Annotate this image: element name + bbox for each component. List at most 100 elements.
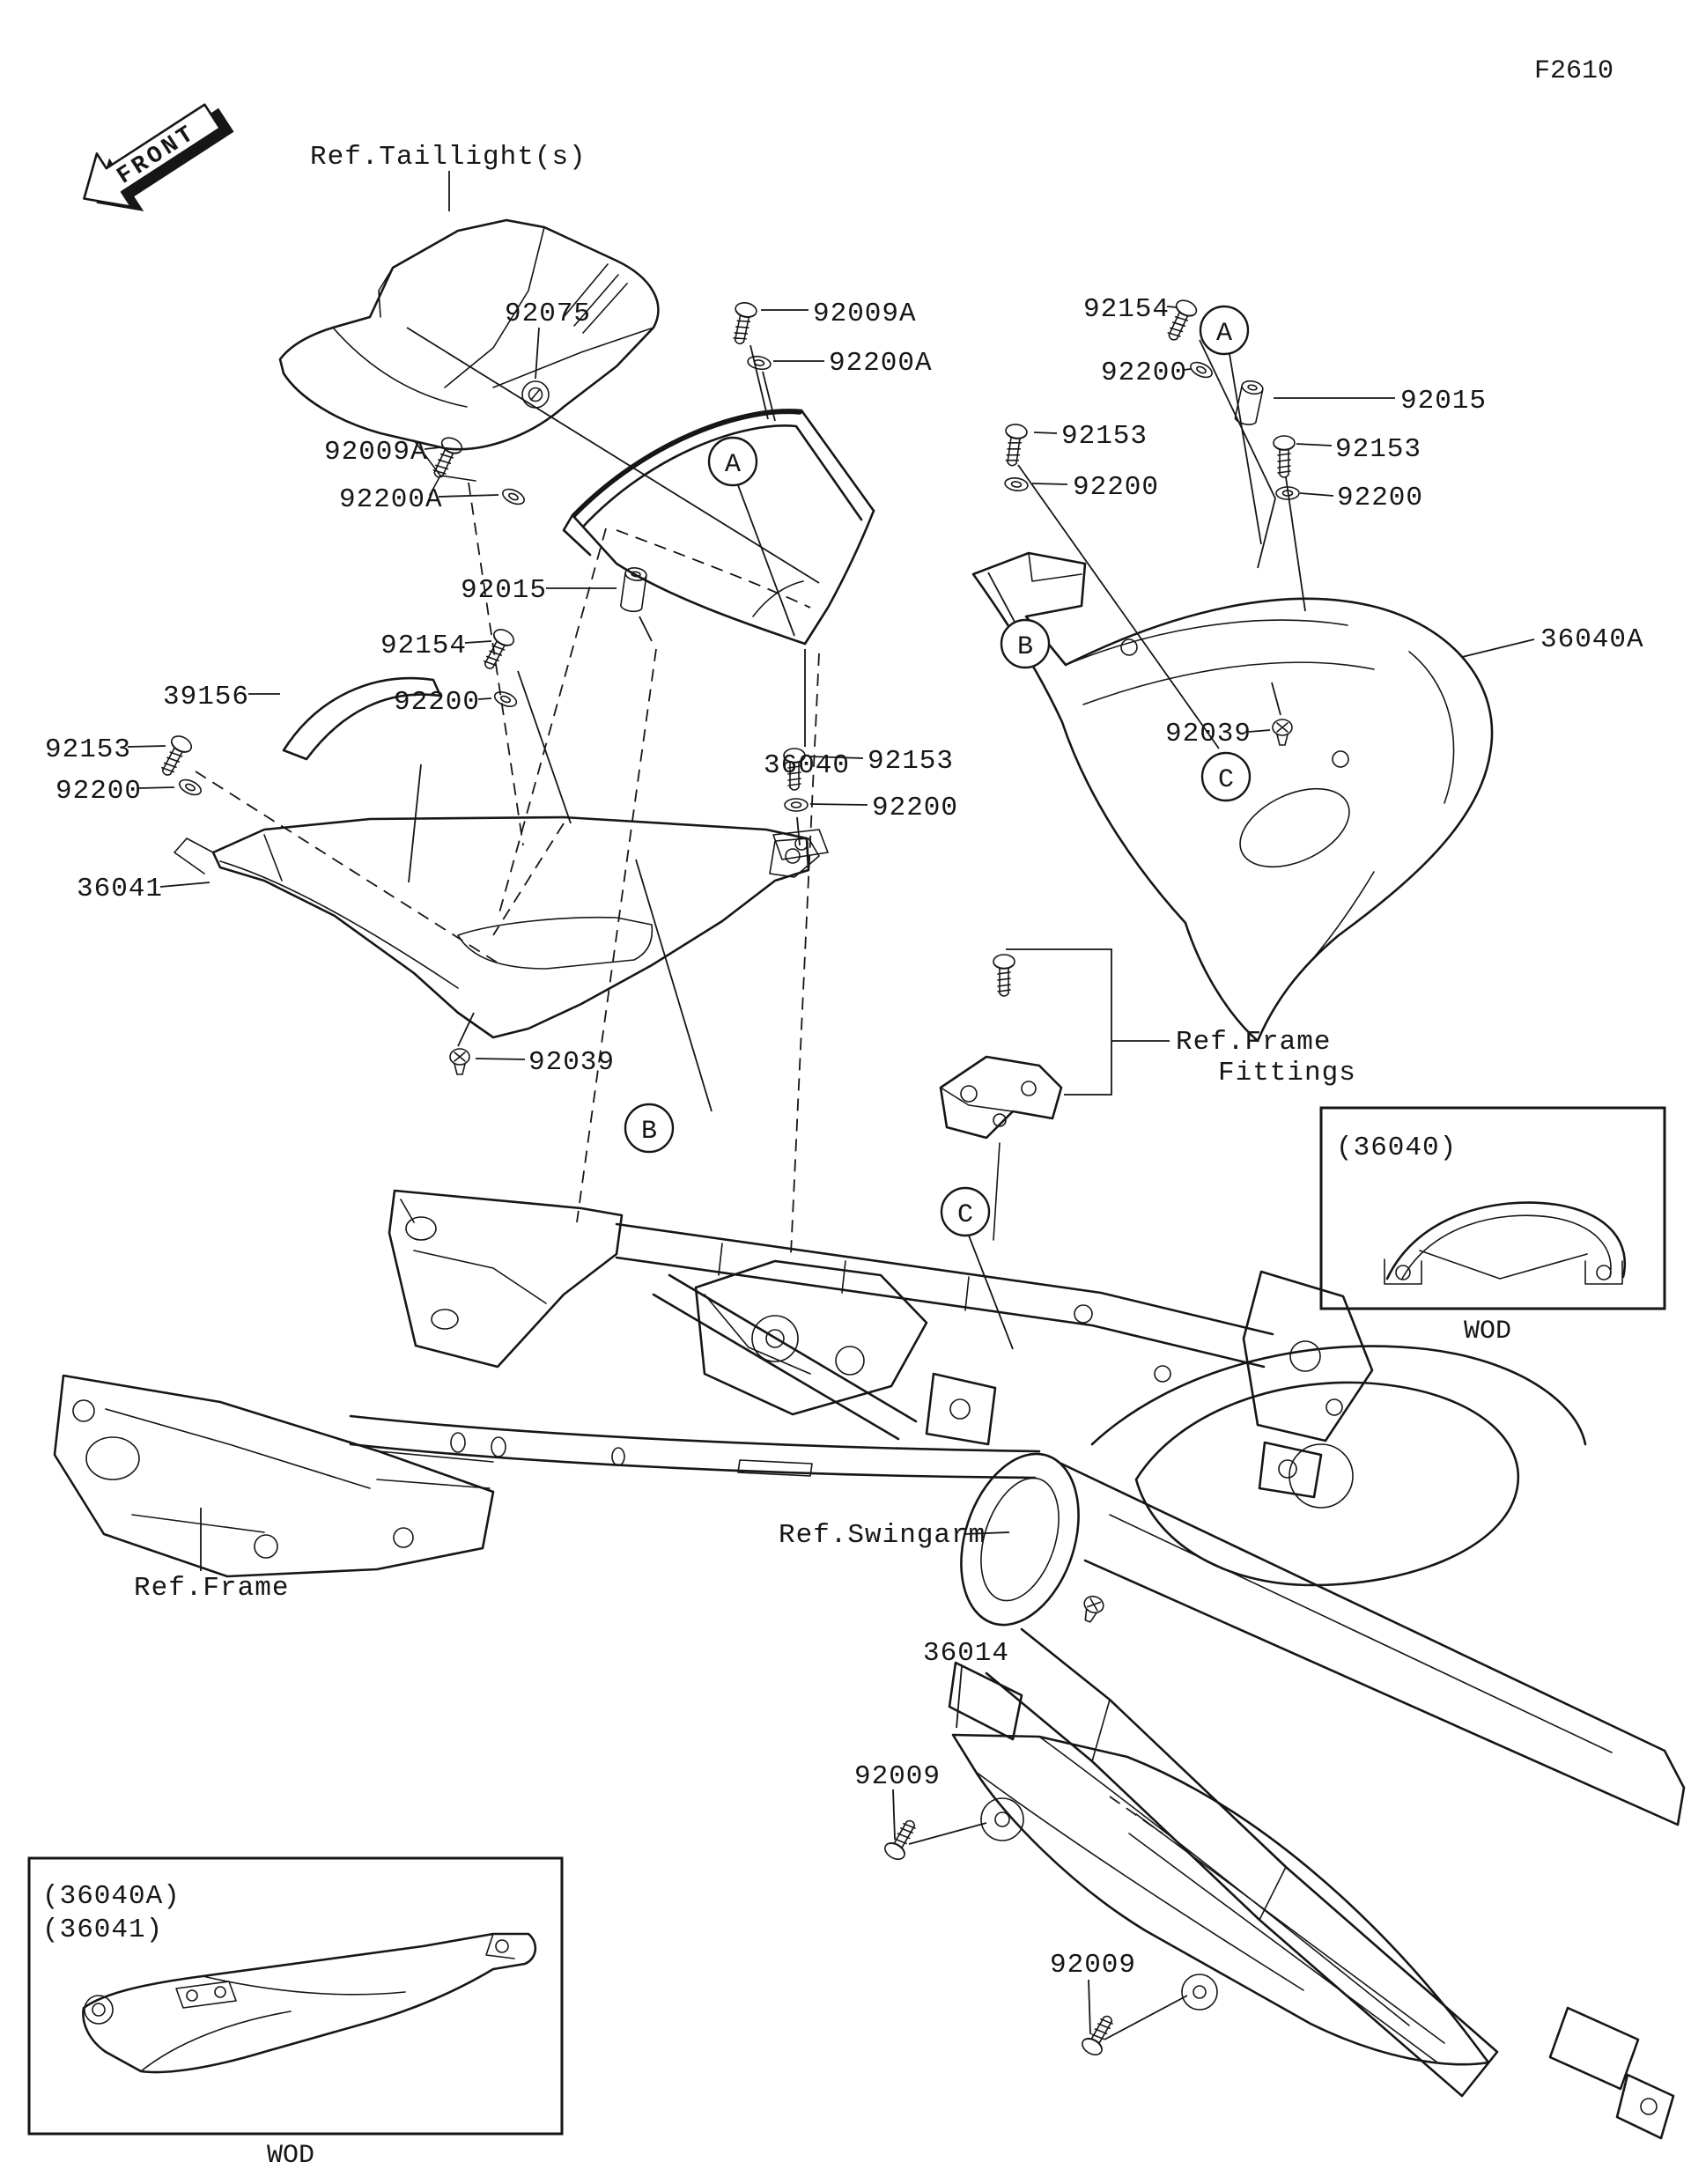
label-92039-left: 92039	[528, 1047, 615, 1078]
cover-detail	[1028, 552, 1455, 980]
screw-icon	[155, 732, 196, 780]
line-a2	[1229, 353, 1262, 545]
boss-2-outer	[1181, 1974, 1218, 2011]
cover-dashed	[1109, 1796, 1163, 1834]
silhouette-grommet-outer	[84, 1995, 114, 2025]
mount-tab-hole	[794, 837, 809, 851]
lower-hole-1	[450, 1432, 466, 1453]
rail-rear-bracket	[1242, 1270, 1374, 1442]
leader-92009-1	[892, 1789, 896, 1840]
rear-hole-1	[1289, 1340, 1321, 1372]
cast-hole-outer	[751, 1315, 799, 1362]
label-92200a-left: 92200A	[339, 484, 443, 515]
chain-cover-36014-part	[951, 1733, 1490, 2066]
screw-icon	[426, 433, 466, 483]
cast-hole-2	[835, 1346, 865, 1376]
cowl-top-band	[572, 409, 802, 518]
cowl-body	[562, 509, 875, 646]
cover-outline	[971, 551, 1494, 1043]
frame-plate	[53, 1374, 495, 1578]
label-92009a-top: 92009A	[813, 299, 917, 329]
bracket-hole-3	[993, 1113, 1007, 1127]
callout-c1-letter: C	[957, 1200, 973, 1230]
label-92154-left: 92154	[380, 631, 467, 661]
top-edge	[1090, 1345, 1587, 1446]
line-a1	[737, 484, 795, 637]
seat-rail-part	[349, 1189, 1374, 1499]
upper-arm-inner	[1109, 1514, 1613, 1753]
grab-rail-part	[1384, 1201, 1627, 1285]
screw-icon	[477, 625, 518, 674]
rail-outer-arc	[1385, 1201, 1627, 1280]
swingarm-part	[948, 1345, 1686, 2140]
label-39156: 39156	[163, 682, 249, 712]
callout-b2-letter: B	[1017, 632, 1033, 662]
label-92015-right: 92015	[1400, 386, 1487, 417]
lower-hole-3	[611, 1447, 625, 1466]
leader-36014	[956, 1665, 963, 1729]
rivet-icon	[1272, 719, 1293, 746]
leader-92039-right	[1248, 729, 1271, 733]
screw-icon	[1000, 422, 1029, 469]
rail-boss-1	[1074, 1304, 1093, 1324]
lower-slot	[737, 1459, 813, 1477]
gusset-detail	[400, 1199, 547, 1304]
label-92009a-left: 92009A	[324, 437, 428, 468]
rail-gusset	[388, 1189, 624, 1369]
inset-seat-cowl-caption: WOD	[1464, 1317, 1511, 1347]
inset-side-covers: (36040A) (36041) WOD	[27, 1856, 564, 2171]
seat-cowl-36040-part	[562, 409, 875, 646]
label-92154-right: 92154	[1083, 294, 1170, 325]
lower-detail	[1091, 1699, 1445, 2063]
cover-tab	[769, 837, 820, 878]
rear-hole-2	[1325, 1398, 1343, 1416]
leader-92153-right-l	[1033, 432, 1058, 434]
ref-swingarm-leader	[963, 1531, 1010, 1535]
leader-92153-center	[808, 756, 864, 759]
front-direction-badge: FRONT	[83, 103, 234, 211]
pad-39156-part	[282, 676, 442, 761]
cover-hole-1	[1120, 638, 1138, 656]
gusset-hole-1	[405, 1216, 437, 1241]
ref-frame-fittings-label-2: Fittings	[1218, 1058, 1356, 1088]
ref-swingarm-label: Ref.Swingarm	[779, 1520, 986, 1551]
washer-icon	[176, 776, 204, 799]
axis-92154-right	[1199, 339, 1276, 569]
label-92200-left2: 92200	[394, 687, 480, 718]
line-c1	[968, 1235, 1014, 1350]
cover-outline	[951, 1733, 1490, 2066]
callout-circle-b2: B	[1000, 618, 1051, 669]
axis-92154-left	[517, 670, 572, 824]
page-code: F2610	[1534, 56, 1613, 86]
cowl-latch-detail	[752, 580, 804, 617]
boss-2-inner	[1193, 1985, 1207, 1999]
axis-92015-left	[639, 616, 653, 642]
gusset-hole-2	[431, 1309, 459, 1330]
pad-end	[432, 679, 441, 697]
leader-92200-right1	[1183, 368, 1192, 371]
silhouette-detail	[140, 1933, 515, 2072]
collar-icon	[1233, 378, 1265, 427]
axis-92009-2	[1104, 1995, 1188, 2040]
side-cover-silhouette-part	[82, 1932, 537, 2074]
frame-fittings-connector	[1006, 948, 1170, 1096]
cover-outline	[211, 815, 810, 1039]
side-cover-36040a-part	[971, 551, 1494, 1043]
label-92153-center: 92153	[868, 746, 954, 777]
label-92200-right1: 92200	[1101, 358, 1187, 388]
side-cover-36041-part	[174, 815, 820, 1039]
rivet-icon	[449, 1048, 470, 1075]
upper-arm	[1060, 1462, 1686, 1826]
leader-92200-center	[809, 803, 868, 806]
label-36041: 36041	[77, 874, 163, 904]
frame-ref-part	[53, 1374, 495, 1578]
rail-inner-arc	[1401, 1214, 1612, 1280]
dashed-align-2	[576, 648, 657, 1223]
callout-b1-letter: B	[641, 1117, 657, 1147]
silhouette-grommet-inner	[92, 2003, 106, 2017]
leader-36041	[159, 882, 210, 888]
rail-tab-hole-l	[1395, 1265, 1411, 1280]
label-92015-left: 92015	[461, 575, 547, 606]
